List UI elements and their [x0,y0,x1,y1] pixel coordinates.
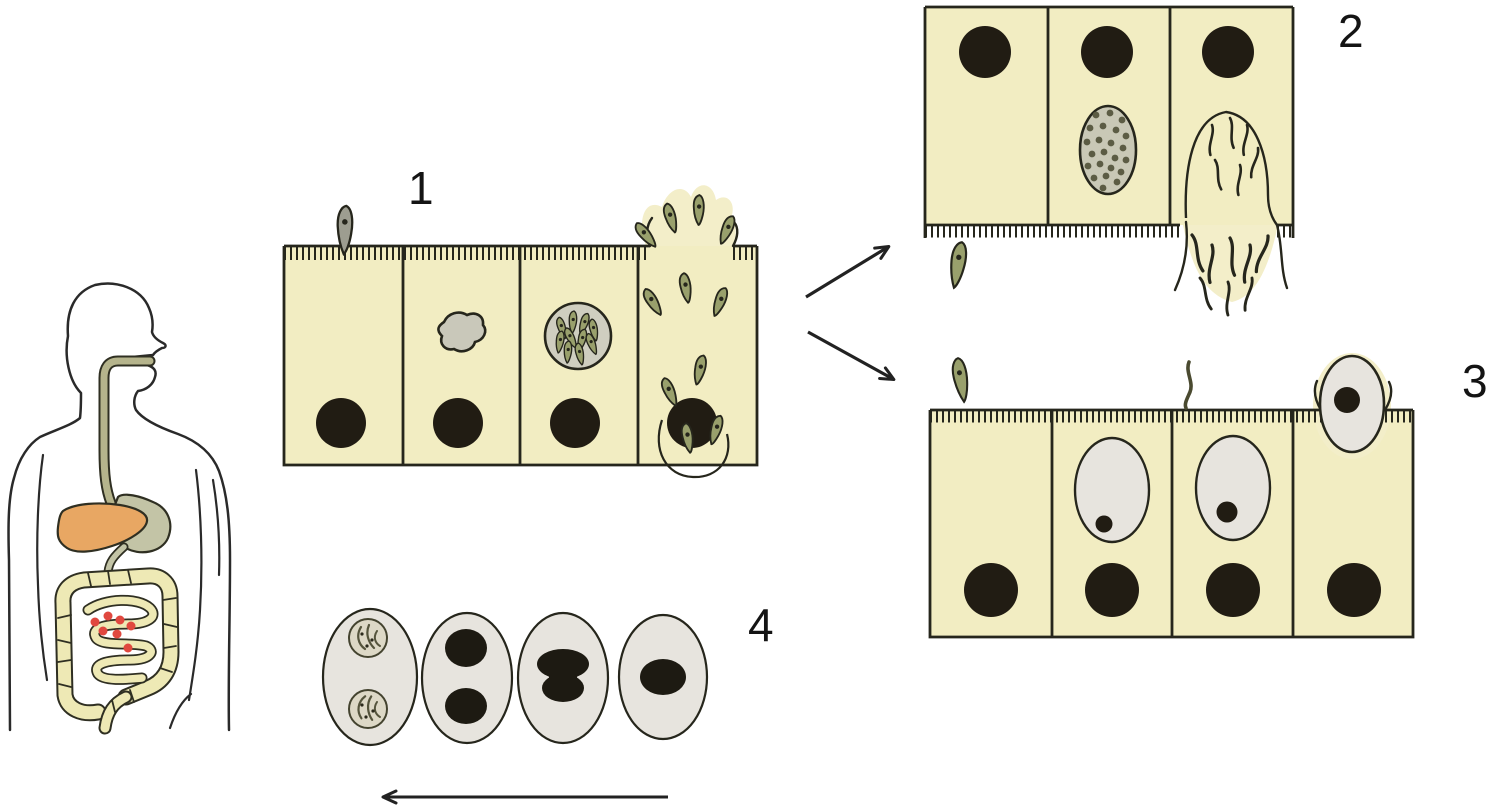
arrow-to-panel-3 [807,330,896,381]
esophagus-icon [98,355,156,509]
panel-1-epithelium [282,185,759,479]
cell-nuclei [959,26,1254,78]
body-crease-lines [36,453,221,730]
trophozoite-icon [437,311,487,353]
stage-label-2: 2 [1338,5,1364,57]
microgamete-icon [1183,360,1193,410]
small-intestine-icon [82,594,159,685]
oocyst-single-nucleus-icon [617,613,709,741]
human-figure [7,282,232,735]
microgamont-icon [1078,104,1138,196]
sporozoite-icon [949,356,972,404]
panel-3-epithelium [928,353,1415,639]
panel-2-epithelium [923,5,1295,317]
rupture-halo [641,185,736,246]
schizont-icon [543,301,613,371]
haustra-marks [57,569,178,713]
arrow-to-panel-2 [805,244,891,299]
cell-nuclei [964,563,1381,617]
cell-nuclei [316,398,717,448]
oocyst-icon [1318,354,1386,454]
macrogamont-icon [1194,434,1272,542]
stage-label-4: 4 [748,599,774,651]
large-intestine-icon [54,567,180,735]
sporulated-oocyst-icon [321,607,419,747]
stage-label-3: 3 [1462,355,1488,407]
microgamete-release [1173,110,1289,317]
liver-icon [56,502,149,553]
oocyst-dividing-nucleus-icon [516,611,610,745]
macrogamont-icon [1073,436,1151,544]
oocyst-two-nuclei-icon [420,611,514,745]
sporozoite-icon [945,239,970,290]
panel-4-oocyst-sporulation [321,607,709,805]
stage-label-1: 1 [408,162,434,214]
body-outline [7,282,232,732]
merozoite-release [631,193,739,479]
infection-site-dots [90,611,136,653]
